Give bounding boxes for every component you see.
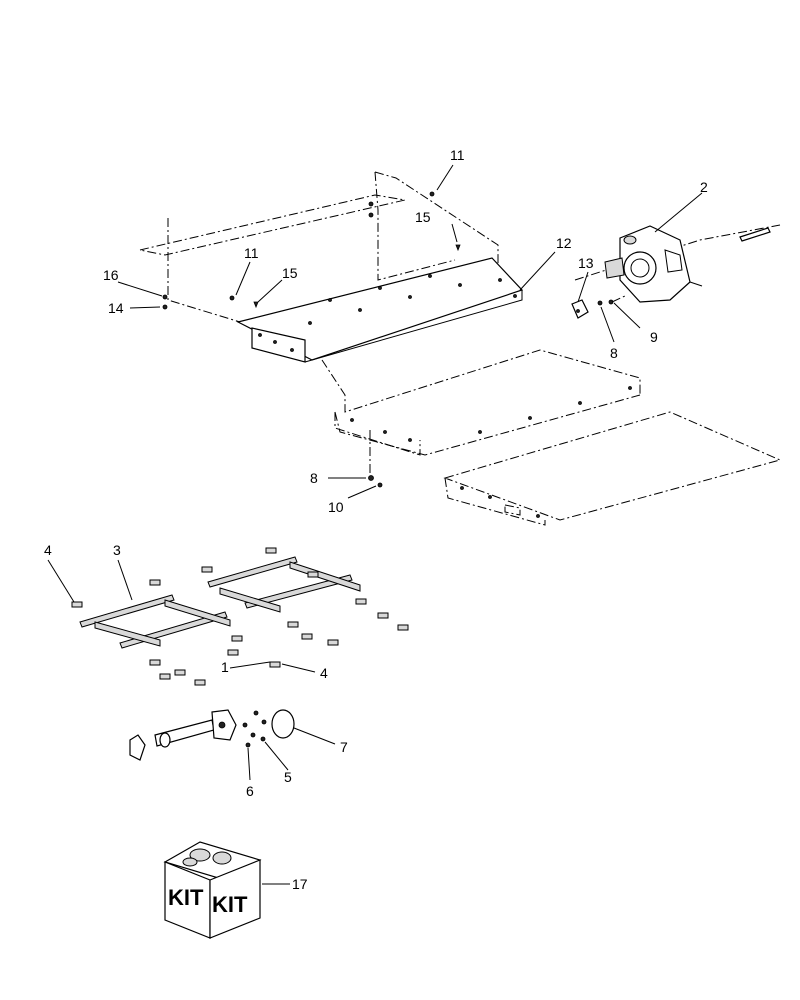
phantom-upper-frame <box>139 171 499 323</box>
phantom-lower-tray <box>443 411 782 526</box>
kit-box-part-17: KIT KIT <box>163 841 262 939</box>
gearbox-part-2 <box>574 224 781 303</box>
callout-7: 7 <box>340 739 348 755</box>
callout-10: 10 <box>328 499 344 515</box>
callout-8b: 8 <box>310 470 318 486</box>
phantom-middle-tray <box>321 349 641 475</box>
callout-labels: 11 2 15 12 11 15 16 14 13 9 8 8 10 4 3 1… <box>44 147 708 892</box>
callout-5: 5 <box>284 769 292 785</box>
hardware-bolts <box>162 191 461 488</box>
callout-14: 14 <box>108 300 124 316</box>
leader-lines <box>47 164 703 885</box>
callout-3: 3 <box>113 542 121 558</box>
callout-2: 2 <box>700 179 708 195</box>
callout-16: 16 <box>103 267 119 283</box>
callout-17: 17 <box>292 876 308 892</box>
tray-part-12 <box>236 257 524 363</box>
chain-conveyor-part-3 <box>71 547 409 686</box>
kit-label-right: KIT <box>212 892 248 917</box>
callout-8a: 8 <box>610 345 618 361</box>
callout-11b: 11 <box>244 245 259 261</box>
pin-part-8-9 <box>597 295 626 306</box>
callout-4b: 4 <box>320 665 328 681</box>
callout-12: 12 <box>556 235 572 251</box>
callout-6: 6 <box>246 783 254 799</box>
callout-13: 13 <box>578 255 594 271</box>
callout-15b: 15 <box>282 265 298 281</box>
callout-15a: 15 <box>415 209 431 225</box>
bracket-part-13 <box>571 299 589 319</box>
callout-9: 9 <box>650 329 658 345</box>
shaft-assembly <box>129 709 295 761</box>
callout-1: 1 <box>221 659 229 675</box>
callout-4a: 4 <box>44 542 52 558</box>
callout-11a: 11 <box>450 147 465 163</box>
kit-label-left: KIT <box>168 885 204 910</box>
